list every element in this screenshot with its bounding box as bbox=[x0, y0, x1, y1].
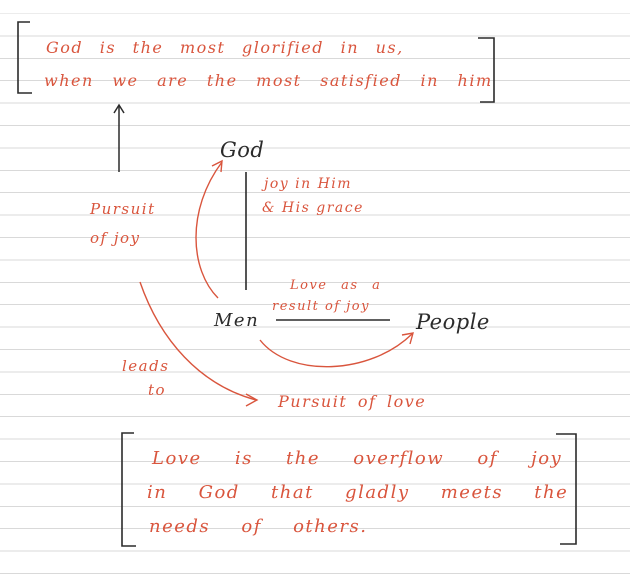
joy-label-line-2: & His grace bbox=[262, 200, 364, 216]
node-people: People bbox=[416, 310, 490, 334]
up-arrow bbox=[113, 103, 125, 172]
leads-to-arrow bbox=[139, 281, 259, 407]
love-result-line-1: Love as a bbox=[290, 278, 382, 293]
top-quote-line-1: God is the most glorified in us, bbox=[46, 38, 404, 57]
bottom-quote-line-1: Love is the overflow of joy bbox=[152, 448, 563, 469]
joy-label-line-1: joy in Him bbox=[264, 176, 353, 192]
pursuit-joy-line-2: of joy bbox=[90, 229, 141, 247]
pursuit-love: Pursuit of love bbox=[278, 392, 427, 411]
men-to-people-arrow bbox=[259, 332, 414, 368]
node-men: Men bbox=[214, 310, 260, 331]
leads-line-2: to bbox=[148, 381, 167, 399]
love-result-line-2: result of joy bbox=[272, 299, 370, 314]
top-quote-bracket bbox=[17, 21, 495, 103]
men-to-god-arrow bbox=[195, 159, 223, 299]
top-quote-line-2: when we are the most satisfied in him bbox=[44, 71, 493, 90]
bottom-quote-line-2: in God that gladly meets the bbox=[147, 482, 569, 503]
node-god: God bbox=[220, 138, 265, 162]
leads-line-1: leads bbox=[122, 357, 170, 375]
bottom-quote-line-3: needs of others. bbox=[149, 516, 368, 537]
pursuit-joy-line-1: Pursuit bbox=[90, 200, 156, 218]
bottom-quote-bracket bbox=[121, 432, 577, 547]
